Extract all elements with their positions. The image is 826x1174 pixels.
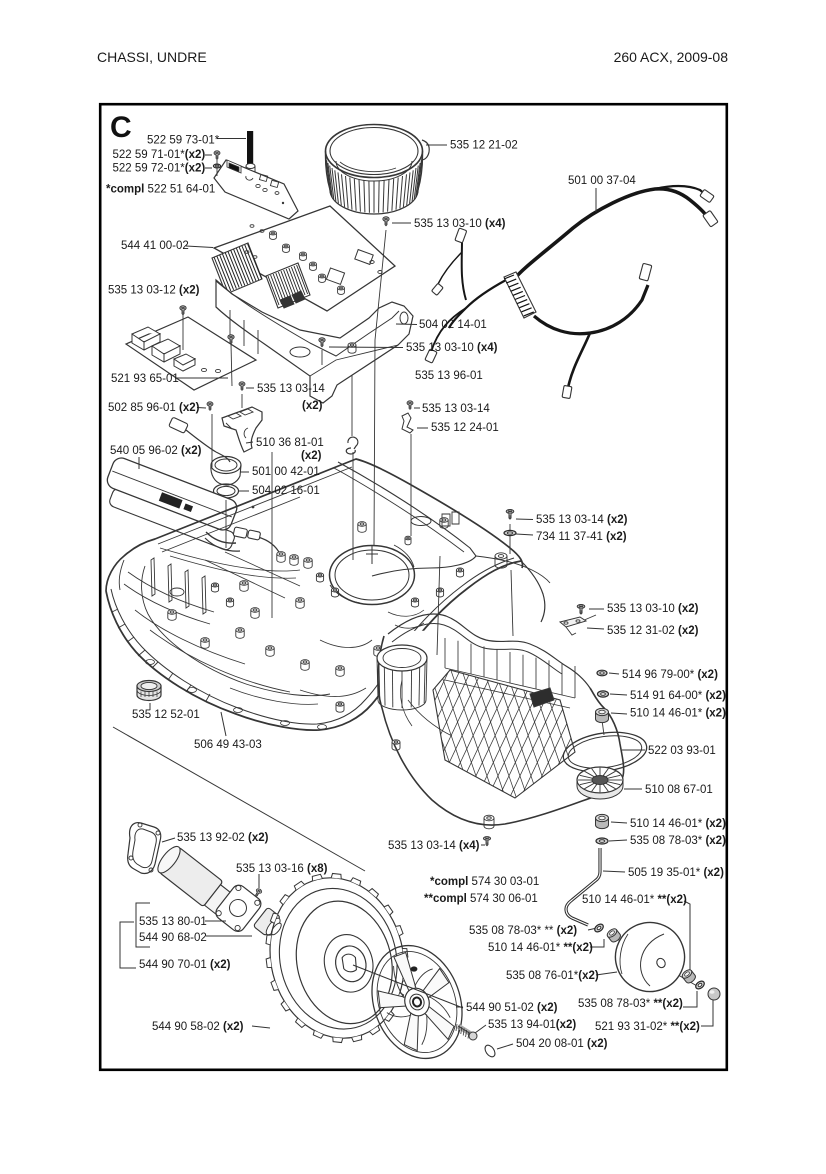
svg-text:514 91 64-00* (x2): 514 91 64-00* (x2) xyxy=(630,690,726,702)
svg-text:535 13 92-02 (x2): 535 13 92-02 (x2) xyxy=(177,832,269,844)
svg-text:535 13 03-10 (x4): 535 13 03-10 (x4) xyxy=(406,342,498,354)
svg-text:510 14 46-01* **(x2): 510 14 46-01* **(x2) xyxy=(488,942,593,954)
svg-text:734 11 37-41 (x2): 734 11 37-41 (x2) xyxy=(536,531,627,543)
svg-text:521 93 31-02* **(x2): 521 93 31-02* **(x2) xyxy=(595,1021,700,1033)
svg-text:510 14 46-01* (x2): 510 14 46-01* (x2) xyxy=(630,818,726,830)
svg-text:535 08 78-03* **(x2): 535 08 78-03* **(x2) xyxy=(578,998,683,1010)
svg-text:504 02 16-01: 504 02 16-01 xyxy=(252,485,320,497)
svg-text:535 13 03-14: 535 13 03-14 xyxy=(422,403,490,415)
svg-text:505 19 35-01* (x2): 505 19 35-01* (x2) xyxy=(628,867,724,879)
svg-text:544 90 68-02: 544 90 68-02 xyxy=(139,932,207,944)
svg-text:522 59 73-01*: 522 59 73-01* xyxy=(147,135,220,147)
svg-text:502 85 96-01 (x2): 502 85 96-01 (x2) xyxy=(108,402,200,414)
svg-text:535 08 78-03* (x2): 535 08 78-03* (x2) xyxy=(630,835,726,847)
svg-text:(x2): (x2) xyxy=(302,400,323,412)
svg-text:501 00 42-01: 501 00 42-01 xyxy=(252,466,320,478)
svg-text:*compl 574 30 03-01: *compl 574 30 03-01 xyxy=(430,876,539,888)
svg-text:535 13 03-10 (x2): 535 13 03-10 (x2) xyxy=(607,603,699,615)
svg-text:535 12 52-01: 535 12 52-01 xyxy=(132,709,200,721)
svg-text:535 13 94-01(x2): 535 13 94-01(x2) xyxy=(488,1019,576,1031)
svg-text:535 13 03-14 (x4): 535 13 03-14 (x4) xyxy=(388,840,480,852)
svg-text:544 41 00-02: 544 41 00-02 xyxy=(121,240,189,252)
svg-text:510 36 81-01: 510 36 81-01 xyxy=(256,437,324,449)
svg-text:*compl 522 51 64-01: *compl 522 51 64-01 xyxy=(106,184,215,196)
svg-text:544 90 51-02 (x2): 544 90 51-02 (x2) xyxy=(466,1002,558,1014)
svg-text:535 12 31-02 (x2): 535 12 31-02 (x2) xyxy=(607,625,699,637)
svg-text:521 93 65-01: 521 93 65-01 xyxy=(111,373,179,385)
svg-text:535 13 03-10 (x4): 535 13 03-10 (x4) xyxy=(414,218,506,230)
svg-text:535 13 03-14 (x2): 535 13 03-14 (x2) xyxy=(536,514,628,526)
svg-text:504 02 14-01: 504 02 14-01 xyxy=(419,319,487,331)
svg-text:535 08 76-01*(x2): 535 08 76-01*(x2) xyxy=(506,970,599,982)
svg-text:535 13 96-01: 535 13 96-01 xyxy=(415,370,483,382)
svg-text:535 13 03-12 (x2): 535 13 03-12 (x2) xyxy=(108,285,200,297)
svg-text:522 59 72-01*(x2): 522 59 72-01*(x2) xyxy=(113,163,206,175)
svg-text:260 ACX, 2009-08: 260 ACX, 2009-08 xyxy=(614,49,729,65)
svg-text:540 05 96-02 (x2): 540 05 96-02 (x2) xyxy=(110,445,202,457)
svg-text:514 96 79-00* (x2): 514 96 79-00* (x2) xyxy=(622,669,718,681)
svg-text:**compl 574 30 06-01: **compl 574 30 06-01 xyxy=(424,893,538,905)
svg-text:504 20 08-01 (x2): 504 20 08-01 (x2) xyxy=(516,1038,608,1050)
svg-text:535 08 78-03* ** (x2): 535 08 78-03* ** (x2) xyxy=(469,925,577,937)
svg-text:522 03 93-01: 522 03 93-01 xyxy=(648,745,716,757)
svg-text:544 90 70-01 (x2): 544 90 70-01 (x2) xyxy=(139,959,231,971)
svg-text:C: C xyxy=(110,111,132,144)
svg-text:(x2): (x2) xyxy=(301,450,322,462)
svg-text:510 14 46-01* (x2): 510 14 46-01* (x2) xyxy=(630,708,726,720)
svg-text:535 12 24-01: 535 12 24-01 xyxy=(431,422,499,434)
svg-text:535 13 03-14: 535 13 03-14 xyxy=(257,383,325,395)
svg-text:CHASSI, UNDRE: CHASSI, UNDRE xyxy=(97,49,207,65)
svg-text:535 13 80-01: 535 13 80-01 xyxy=(139,916,207,928)
svg-text:522 59 71-01*(x2): 522 59 71-01*(x2) xyxy=(113,149,206,161)
svg-text:535 13 03-16 (x8): 535 13 03-16 (x8) xyxy=(236,863,328,875)
svg-text:510 08 67-01: 510 08 67-01 xyxy=(645,784,713,796)
svg-text:544 90 58-02 (x2): 544 90 58-02 (x2) xyxy=(152,1021,244,1033)
svg-text:535 12 21-02: 535 12 21-02 xyxy=(450,140,518,152)
svg-text:501 00 37-04: 501 00 37-04 xyxy=(568,175,636,187)
svg-text:510 14 46-01* **(x2): 510 14 46-01* **(x2) xyxy=(582,894,687,906)
svg-text:506 49 43-03: 506 49 43-03 xyxy=(194,739,262,751)
